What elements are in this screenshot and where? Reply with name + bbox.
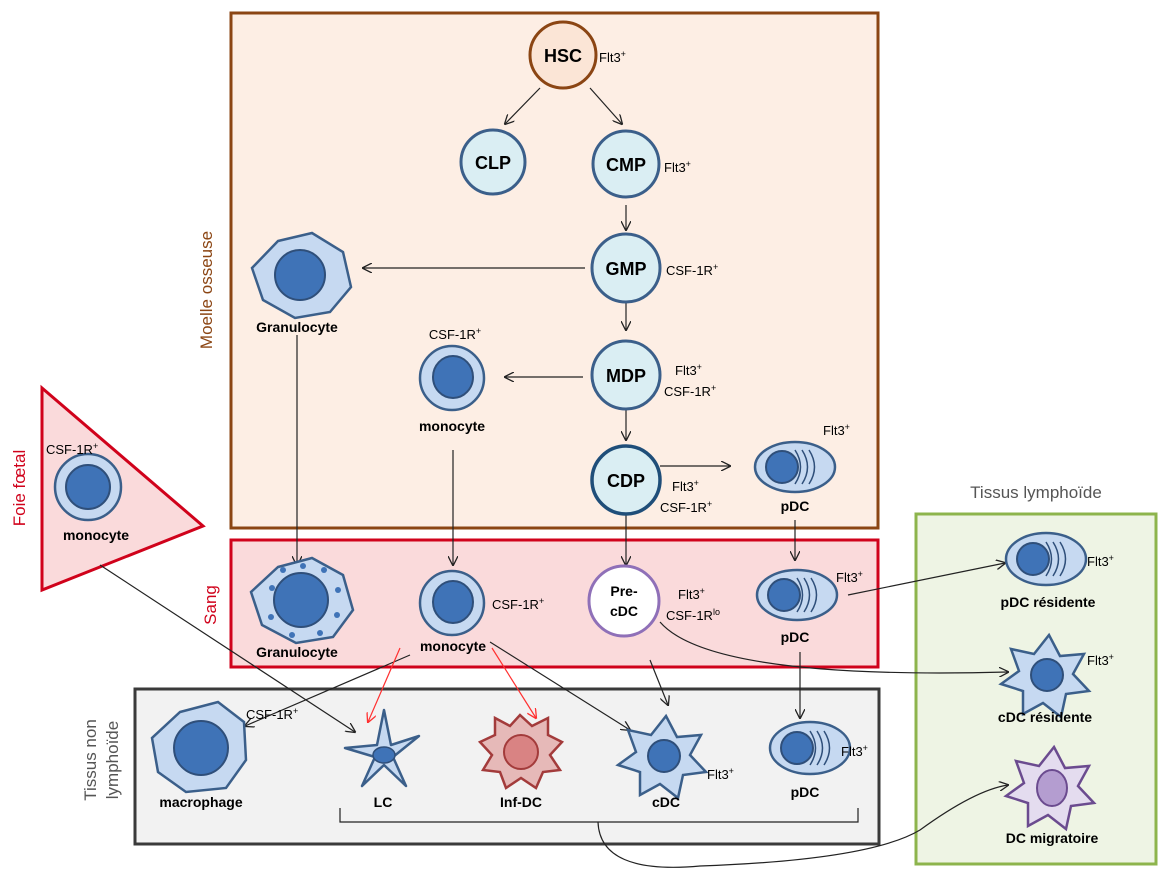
- cdp-markers: Flt3+ CSF-1R+: [660, 478, 712, 515]
- pdc-blood-cell: pDC Flt3+: [755, 568, 863, 645]
- svg-text:CSF-1R+: CSF-1R+: [666, 262, 718, 278]
- fetal-liver-region: [40, 384, 206, 593]
- svg-text:CSF-1Rlo: CSF-1Rlo: [666, 607, 720, 623]
- svg-text:Granulocyte: Granulocyte: [256, 319, 338, 335]
- svg-text:CSF-1R+: CSF-1R+: [492, 596, 544, 612]
- svg-text:CSF-1R+: CSF-1R+: [660, 499, 712, 515]
- svg-text:HSC: HSC: [544, 46, 582, 66]
- monocyte-liver-cell: monocyte CSF-1R+: [46, 441, 129, 543]
- blood-label: Sang: [201, 585, 220, 625]
- svg-text:Flt3+: Flt3+: [599, 49, 626, 65]
- svg-text:Granulocyte: Granulocyte: [256, 644, 338, 660]
- clp-cell: CLP: [459, 128, 527, 196]
- hsc-cell: HSC: [528, 20, 598, 90]
- svg-text:Flt3+: Flt3+: [1087, 652, 1114, 668]
- svg-text:monocyte: monocyte: [63, 527, 129, 543]
- svg-text:CSF-1R+: CSF-1R+: [246, 706, 298, 722]
- svg-text:pDC résidente: pDC résidente: [1001, 594, 1096, 610]
- svg-text:Flt3+: Flt3+: [664, 159, 691, 175]
- svg-text:cDC résidente: cDC résidente: [998, 709, 1092, 725]
- fetal-liver-label: Foie fœtal: [10, 450, 29, 527]
- lineage-arrows: [99, 87, 1008, 868]
- svg-text:Flt3+: Flt3+: [823, 422, 850, 438]
- svg-text:monocyte: monocyte: [419, 418, 485, 434]
- mdp-cell: MDP: [590, 339, 662, 411]
- hsc-marker: Flt3+: [599, 49, 626, 65]
- svg-text:Flt3+: Flt3+: [707, 766, 734, 782]
- mdp-markers: Flt3+ CSF-1R+: [664, 362, 716, 399]
- svg-text:CSF-1R+: CSF-1R+: [429, 326, 481, 342]
- svg-text:cDC: cDC: [610, 603, 638, 619]
- svg-text:CSF-1R+: CSF-1R+: [664, 383, 716, 399]
- macrophage-cell: macrophage CSF-1R+: [150, 700, 298, 810]
- lymphoid-label: Tissus lymphoïde: [970, 483, 1102, 502]
- bone-marrow-label: Moelle osseuse: [197, 231, 216, 349]
- pdc-marrow-cell: pDC Flt3+: [753, 422, 850, 514]
- svg-text:Pre-: Pre-: [610, 583, 638, 599]
- svg-text:LC: LC: [374, 794, 393, 810]
- svg-text:Flt3+: Flt3+: [836, 569, 863, 585]
- cdp-cell: CDP: [590, 444, 662, 516]
- cdc-resident-cell: cDC résidente Flt3+: [998, 632, 1114, 725]
- svg-text:macrophage: macrophage: [159, 794, 242, 810]
- svg-text:Flt3+: Flt3+: [841, 743, 868, 759]
- granulocyte-marrow-cell: Granulocyte: [250, 231, 353, 335]
- svg-text:CDP: CDP: [607, 471, 645, 491]
- svg-text:monocyte: monocyte: [420, 638, 486, 654]
- pdc-resident-cell: pDC résidente Flt3+: [1001, 531, 1114, 610]
- svg-text:pDC: pDC: [781, 498, 810, 514]
- svg-text:pDC: pDC: [781, 629, 810, 645]
- non-lymphoid-label-line1: Tissus non: [81, 719, 100, 801]
- svg-text:MDP: MDP: [606, 366, 646, 386]
- svg-text:Flt3+: Flt3+: [1087, 553, 1114, 569]
- svg-text:Flt3+: Flt3+: [678, 586, 705, 602]
- gmp-cell: GMP: [590, 232, 662, 304]
- cmp-marker: Flt3+: [664, 159, 691, 175]
- svg-text:pDC: pDC: [791, 784, 820, 800]
- svg-text:CSF-1R+: CSF-1R+: [46, 441, 98, 457]
- svg-text:Flt3+: Flt3+: [672, 478, 699, 494]
- svg-text:cDC: cDC: [652, 794, 680, 810]
- cdc-tissue-cell: cDC Flt3+: [615, 713, 734, 810]
- dc-migratory-cell: DC migratoire: [1003, 744, 1099, 846]
- monocyte-blood-cell: monocyte CSF-1R+: [418, 569, 544, 654]
- lc-cell: LC: [343, 708, 421, 810]
- svg-text:DC migratoire: DC migratoire: [1006, 830, 1099, 846]
- pdc-tissue-cell: pDC Flt3+: [768, 720, 868, 800]
- non-lymphoid-label-line2: lymphoïde: [103, 721, 122, 799]
- cmp-cell: CMP: [591, 129, 661, 199]
- svg-text:Flt3+: Flt3+: [675, 362, 702, 378]
- svg-text:CLP: CLP: [475, 153, 511, 173]
- inf-dc-cell: Inf-DC: [477, 713, 565, 810]
- gmp-marker: CSF-1R+: [666, 262, 718, 278]
- pre-cdc-cell: Pre- cDC Flt3+ CSF-1Rlo: [587, 564, 720, 638]
- svg-text:CMP: CMP: [606, 155, 646, 175]
- monocyte-marrow-cell: monocyte CSF-1R+: [418, 326, 485, 434]
- granulocyte-blood-cell: Granulocyte: [249, 556, 355, 660]
- svg-text:Inf-DC: Inf-DC: [500, 794, 542, 810]
- svg-text:GMP: GMP: [605, 259, 646, 279]
- inflammatory-arrows: [368, 647, 536, 722]
